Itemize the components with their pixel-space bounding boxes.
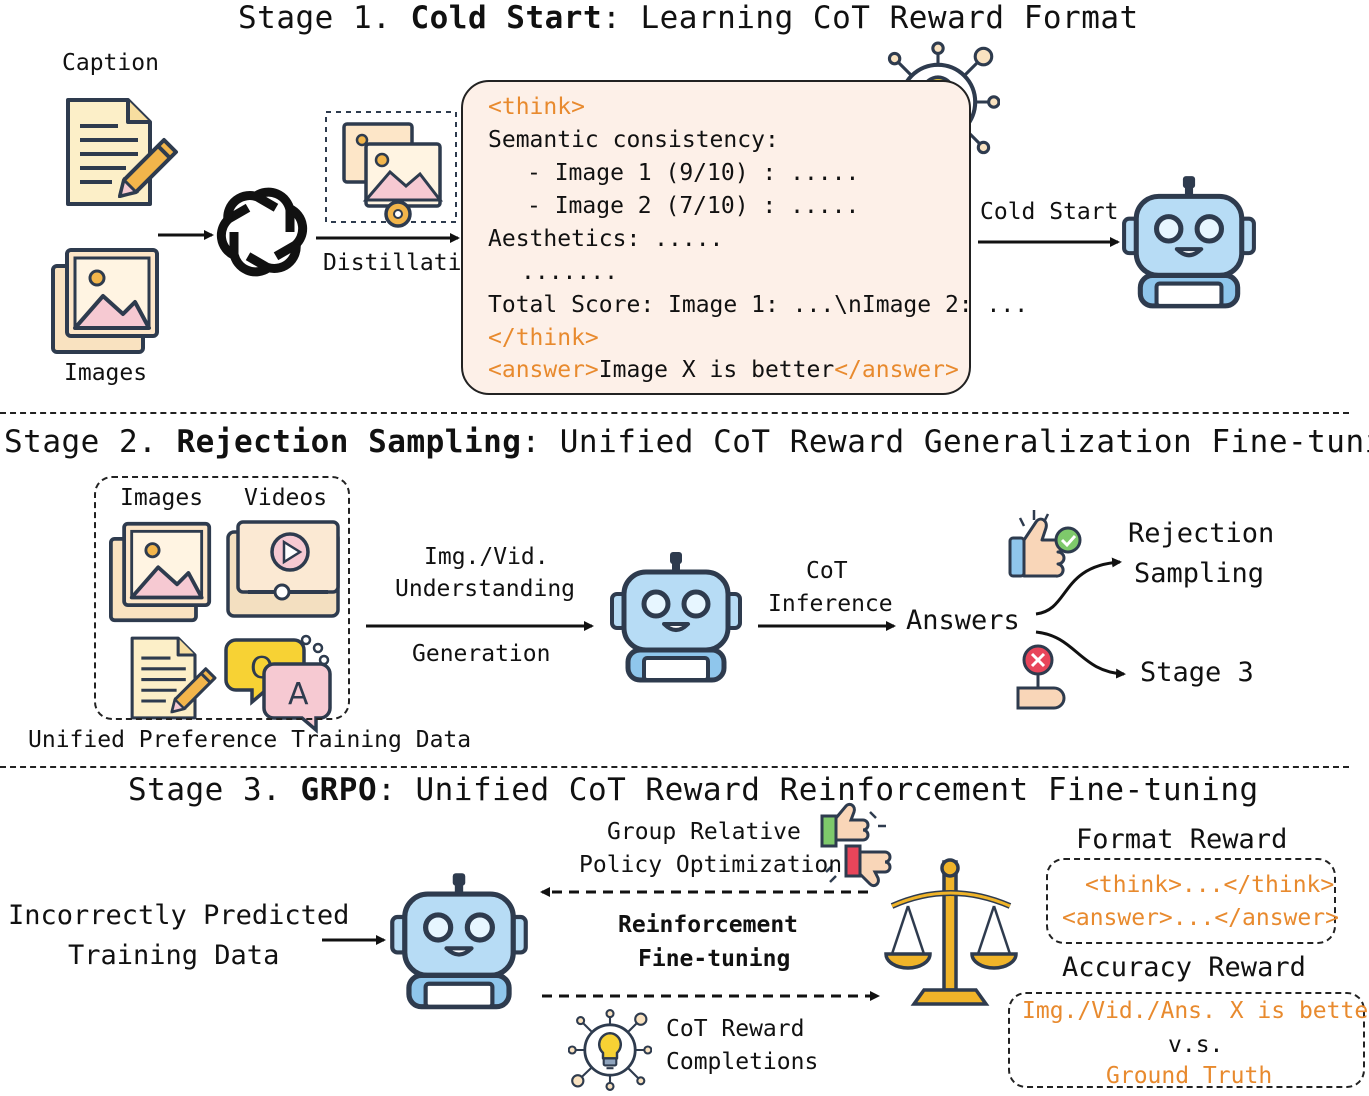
openai-logo-icon <box>216 187 308 277</box>
accuracy-ground-truth-text: Ground Truth <box>1106 1063 1273 1089</box>
lightbulb-icon <box>568 1008 652 1092</box>
completions-label-1: CoT Reward <box>666 1016 805 1042</box>
robot-icon <box>1124 176 1254 306</box>
format-answer-text: <answer>...</answer> <box>1062 905 1339 931</box>
stage3-title-bold: GRPO <box>300 772 378 808</box>
cot-reward-format-box: <think> Semantic consistency: - Image 1 … <box>461 80 1028 395</box>
thumbs-updown-icon <box>820 802 892 888</box>
aesthetics-line: Aesthetics: ..... <box>488 226 724 252</box>
reject-icon <box>1016 644 1066 710</box>
robot-icon <box>392 873 525 1006</box>
document-icon <box>66 98 178 206</box>
rft-label-1: Reinforcement <box>618 912 799 938</box>
stage2-title: Stage 2. Rejection Sampling: Unified CoT… <box>4 424 1369 460</box>
images-label: Images <box>64 360 148 386</box>
stage2-videos-label: Videos <box>244 485 328 511</box>
completions-label-2: Completions <box>666 1049 819 1075</box>
distill-images-icon <box>325 111 457 228</box>
unified-data-group <box>94 476 350 720</box>
cold-start-label: Cold Start <box>980 199 1119 225</box>
accuracy-reward-label: Accuracy Reward <box>1062 952 1306 983</box>
answer-text: Image X is better <box>598 357 835 383</box>
stage3-label: Stage 3 <box>1140 657 1254 688</box>
grpo-label-1: Group Relative <box>607 819 801 845</box>
ellipsis-line: ....... <box>521 259 618 285</box>
cot-inference-label-2: Inference <box>768 591 893 617</box>
caption-label: Caption <box>62 50 159 76</box>
accuracy-prediction-text: Img./Vid./Ans. X is better <box>1022 998 1369 1024</box>
format-think-text: <think>...</think> <box>1085 872 1335 898</box>
balance-scale-icon <box>884 858 1018 1006</box>
image1-score-line: - Image 1 (9/10) : ..... <box>527 160 860 186</box>
answer-close-tag: </answer> <box>834 357 959 383</box>
rejection-sampling-label-1: Rejection <box>1128 518 1275 549</box>
answer-line: <answer>Image X is better</answer> <box>488 357 959 383</box>
rft-label-2: Fine-tuning <box>638 946 791 972</box>
stage2-title-bold: Rejection Sampling <box>176 424 522 460</box>
generation-label: Generation <box>412 641 551 667</box>
think-close-tag: </think> <box>488 325 599 351</box>
image2-score-line: - Image 2 (7/10) : ..... <box>527 193 860 219</box>
image-icon <box>53 250 157 352</box>
stage-separator <box>0 412 1349 414</box>
stage1-title-bold: Cold Start <box>410 0 603 36</box>
thumbs-up-icon <box>1008 510 1082 578</box>
incorrect-data-label-1: Incorrectly Predicted <box>8 900 350 931</box>
video-icon <box>226 520 340 618</box>
stage1-title: Stage 1. Cold Start: Learning CoT Reward… <box>238 0 1139 36</box>
stage-separator <box>0 766 1349 768</box>
svg-text:A: A <box>288 677 309 712</box>
understanding-label-1: Img./Vid. <box>424 544 549 570</box>
unified-data-label: Unified Preference Training Data <box>28 727 472 753</box>
rejection-sampling-label-2: Sampling <box>1134 558 1265 589</box>
grpo-label-2: Policy Optimization <box>579 852 843 878</box>
incorrect-data-label-2: Training Data <box>68 940 280 971</box>
accuracy-vs-text: v.s. <box>1168 1032 1224 1058</box>
understanding-label-2: Understanding <box>395 576 576 602</box>
accuracy-reward-box <box>1008 992 1365 1088</box>
answers-label: Answers <box>906 605 1020 636</box>
cot-inference-label-1: CoT <box>806 558 848 584</box>
semantic-consistency-line: Semantic consistency: <box>488 127 779 153</box>
stage3-title: Stage 3. GRPO: Unified CoT Reward Reinfo… <box>128 772 1259 808</box>
answer-open-tag: <answer> <box>488 357 599 383</box>
format-reward-box <box>1046 858 1336 944</box>
think-open-tag: <think> <box>488 94 585 120</box>
total-score-line: Total Score: Image 1: ...\nImage 2: ... <box>488 292 1029 318</box>
robot-icon <box>612 552 740 680</box>
format-reward-label: Format Reward <box>1076 824 1288 855</box>
stage2-images-label: Images <box>120 485 204 511</box>
qa-bubble-icon: Q A <box>224 634 332 734</box>
